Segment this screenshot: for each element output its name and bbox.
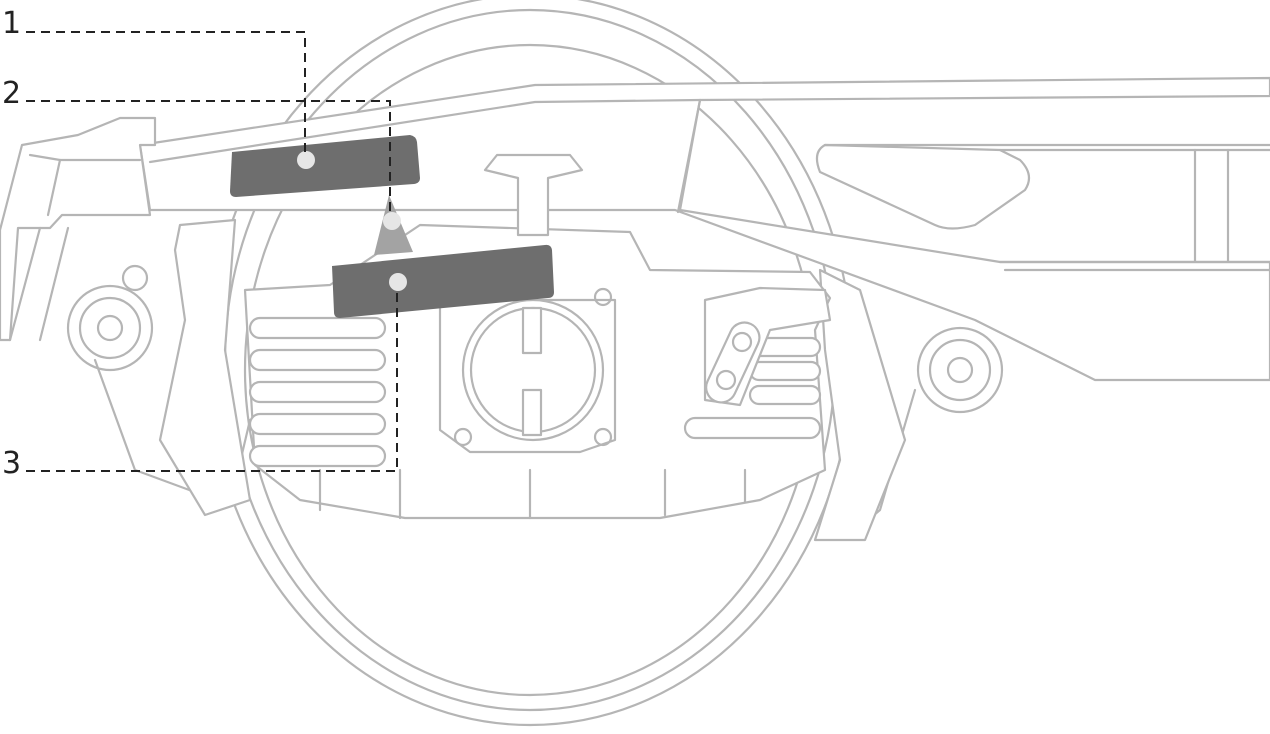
leader-lines <box>26 31 398 472</box>
upper-brake-pad <box>230 135 420 197</box>
frame-end-left <box>0 116 157 342</box>
axlebox-left <box>66 264 252 507</box>
callout-label-2: 2 <box>2 76 21 111</box>
callout-labels: 1 2 3 <box>2 6 21 481</box>
callout-label-3: 3 <box>2 446 21 481</box>
marker-dot-1 <box>297 151 315 169</box>
callout-label-1: 1 <box>2 6 21 41</box>
lower-brake-pad <box>332 244 554 318</box>
bogie-frame <box>138 76 1270 382</box>
sensor-triangle <box>374 195 413 255</box>
leader-line-3 <box>26 292 398 472</box>
leader-line-1 <box>26 31 306 152</box>
marker-dot-2 <box>383 212 401 230</box>
brake-rigging <box>158 218 907 542</box>
marker-dot-3 <box>389 273 407 291</box>
leader-line-2 <box>26 100 391 212</box>
coil-springs-right <box>683 286 832 440</box>
coil-springs-left <box>248 316 387 468</box>
